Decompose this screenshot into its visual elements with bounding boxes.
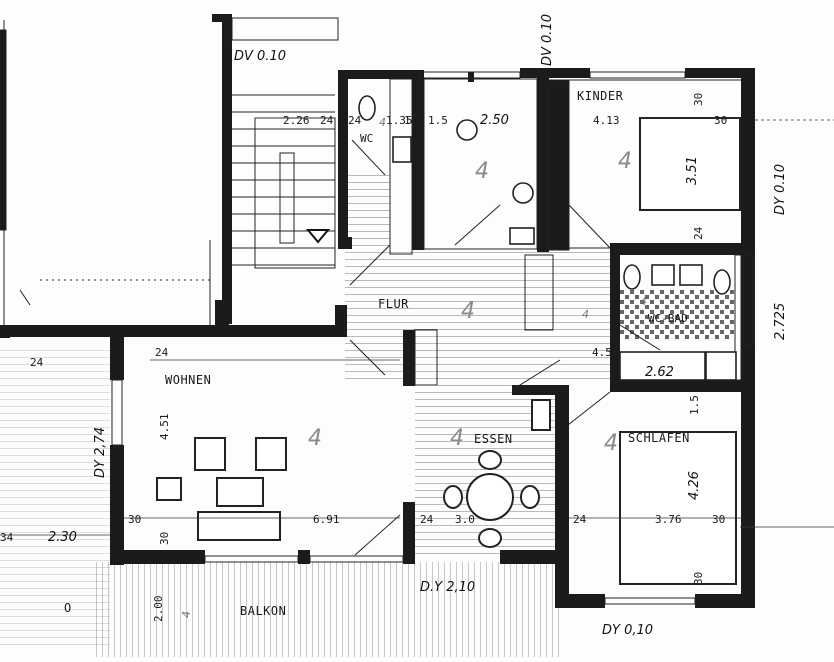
room-label-wc: WC	[360, 132, 373, 145]
room-label-kinder: KINDER	[577, 89, 624, 103]
dim-schlafen-24: 24	[573, 513, 587, 526]
dimension-labels: DV 0.10 DV 0.10 DY 0.10 DY 2,74 D.Y 2,10…	[0, 14, 788, 638]
dim-kinder-width: 4.13	[593, 114, 620, 127]
dim-kinder-24b: 24	[692, 226, 705, 240]
pencil-mark-wohnen: 4	[308, 426, 322, 451]
pencil-mark-wc: 4	[379, 116, 386, 129]
furniture	[156, 117, 741, 585]
pencil-mark-flur: 4	[461, 299, 475, 324]
dim-kinder-depth: 3.51	[685, 156, 700, 185]
room-label-wohnen: WOHNEN	[165, 373, 211, 387]
pencil-mark-essen: 4	[450, 426, 464, 451]
room-label-balkon: BALKON	[240, 604, 286, 618]
balcony-railing-hatching	[0, 350, 560, 657]
dim-schlafen-15: 1.5	[688, 395, 701, 415]
dim-right-side: 2.725	[773, 303, 788, 340]
door-swings	[349, 139, 661, 556]
dim-wohnen-24a: 24	[30, 356, 44, 369]
dim-schlafen-30a: 30	[712, 513, 725, 526]
room-label-essen: ESSEN	[474, 432, 513, 446]
dim-dy-bottom: D.Y 2,10	[420, 580, 475, 595]
dim-schlafen-30b: 30	[692, 572, 705, 585]
dim-wohnen-30b: 30	[158, 532, 171, 545]
dim-kinder-30b: 30	[714, 114, 727, 127]
bath-tiles	[620, 290, 735, 340]
dim-wc-width: 1.35	[386, 114, 413, 127]
dim-bad-width: 2.62	[645, 365, 674, 380]
dim-room-15: 1.5	[428, 114, 448, 127]
room-label-schlafen: SCHLAFEN	[628, 431, 690, 445]
dim-stair-width: 2.26	[283, 114, 310, 127]
dim-wc-15: 15	[404, 114, 417, 127]
dim-wohnen-24b: 24	[155, 346, 169, 359]
dim-dv-top-left: DV 0.10	[234, 49, 286, 64]
dim-stair-24: 24	[320, 114, 334, 127]
dim-balkon-200: 2.00	[152, 596, 165, 623]
walls	[0, 14, 755, 608]
dim-essen-24: 24	[420, 513, 434, 526]
room-label-flur: FLUR	[378, 297, 409, 311]
pencil-mark-flur2: 4	[582, 308, 589, 321]
dim-kinder-30a: 30	[692, 93, 705, 106]
dim-schlafen-depth: 4.26	[687, 471, 702, 500]
fixtures	[358, 95, 737, 381]
dim-essen-30: 3.0	[455, 513, 475, 526]
dim-dv-top-mid: DV 0.10	[540, 14, 555, 66]
partitions	[389, 78, 742, 386]
pencil-mark-schlafen: 4	[604, 431, 618, 456]
pencil-mark-kinder: 4	[618, 149, 632, 174]
dim-room-250: 2.50	[480, 113, 509, 128]
dim-dy-left: DY 2,74	[93, 427, 108, 478]
dim-dy-right: DY 0.10	[773, 164, 788, 215]
pencil-mark-room: 4	[475, 159, 489, 184]
staircase	[232, 94, 336, 269]
dim-wohnen-30a: 30	[128, 513, 141, 526]
dim-left-230: 2.30	[48, 530, 77, 545]
pencil-mark-bad: 4	[640, 295, 647, 308]
dim-wc-24: 24	[348, 114, 362, 127]
dim-bad-45: 4.5	[592, 346, 612, 359]
neighbour-unit	[0, 20, 211, 325]
dim-wohnen-depth: 4.51	[158, 414, 171, 441]
dim-schlafen-width: 3.76	[655, 513, 682, 526]
dimension-lines	[0, 117, 834, 536]
room-labels: WOHNEN ESSEN FLUR KINDER SCHLAFEN WC WC-…	[165, 89, 690, 618]
room-label-wc-bad: WC-BAD	[648, 312, 688, 325]
dim-left-34: 34	[0, 531, 14, 544]
dim-dy-bottom-right: DY 0,10	[602, 623, 653, 638]
stair-arrow-icon	[305, 229, 331, 244]
dim-balkon-o: O	[64, 601, 72, 615]
windows	[111, 17, 754, 605]
pencil-annotations: 4 4 4 4 4 4 4 4 4 4	[180, 116, 647, 618]
pencil-mark-balkon: 4	[180, 611, 193, 618]
dim-kinder-24: 24	[553, 114, 567, 127]
dim-wohnen-width: 6.91	[313, 513, 340, 526]
